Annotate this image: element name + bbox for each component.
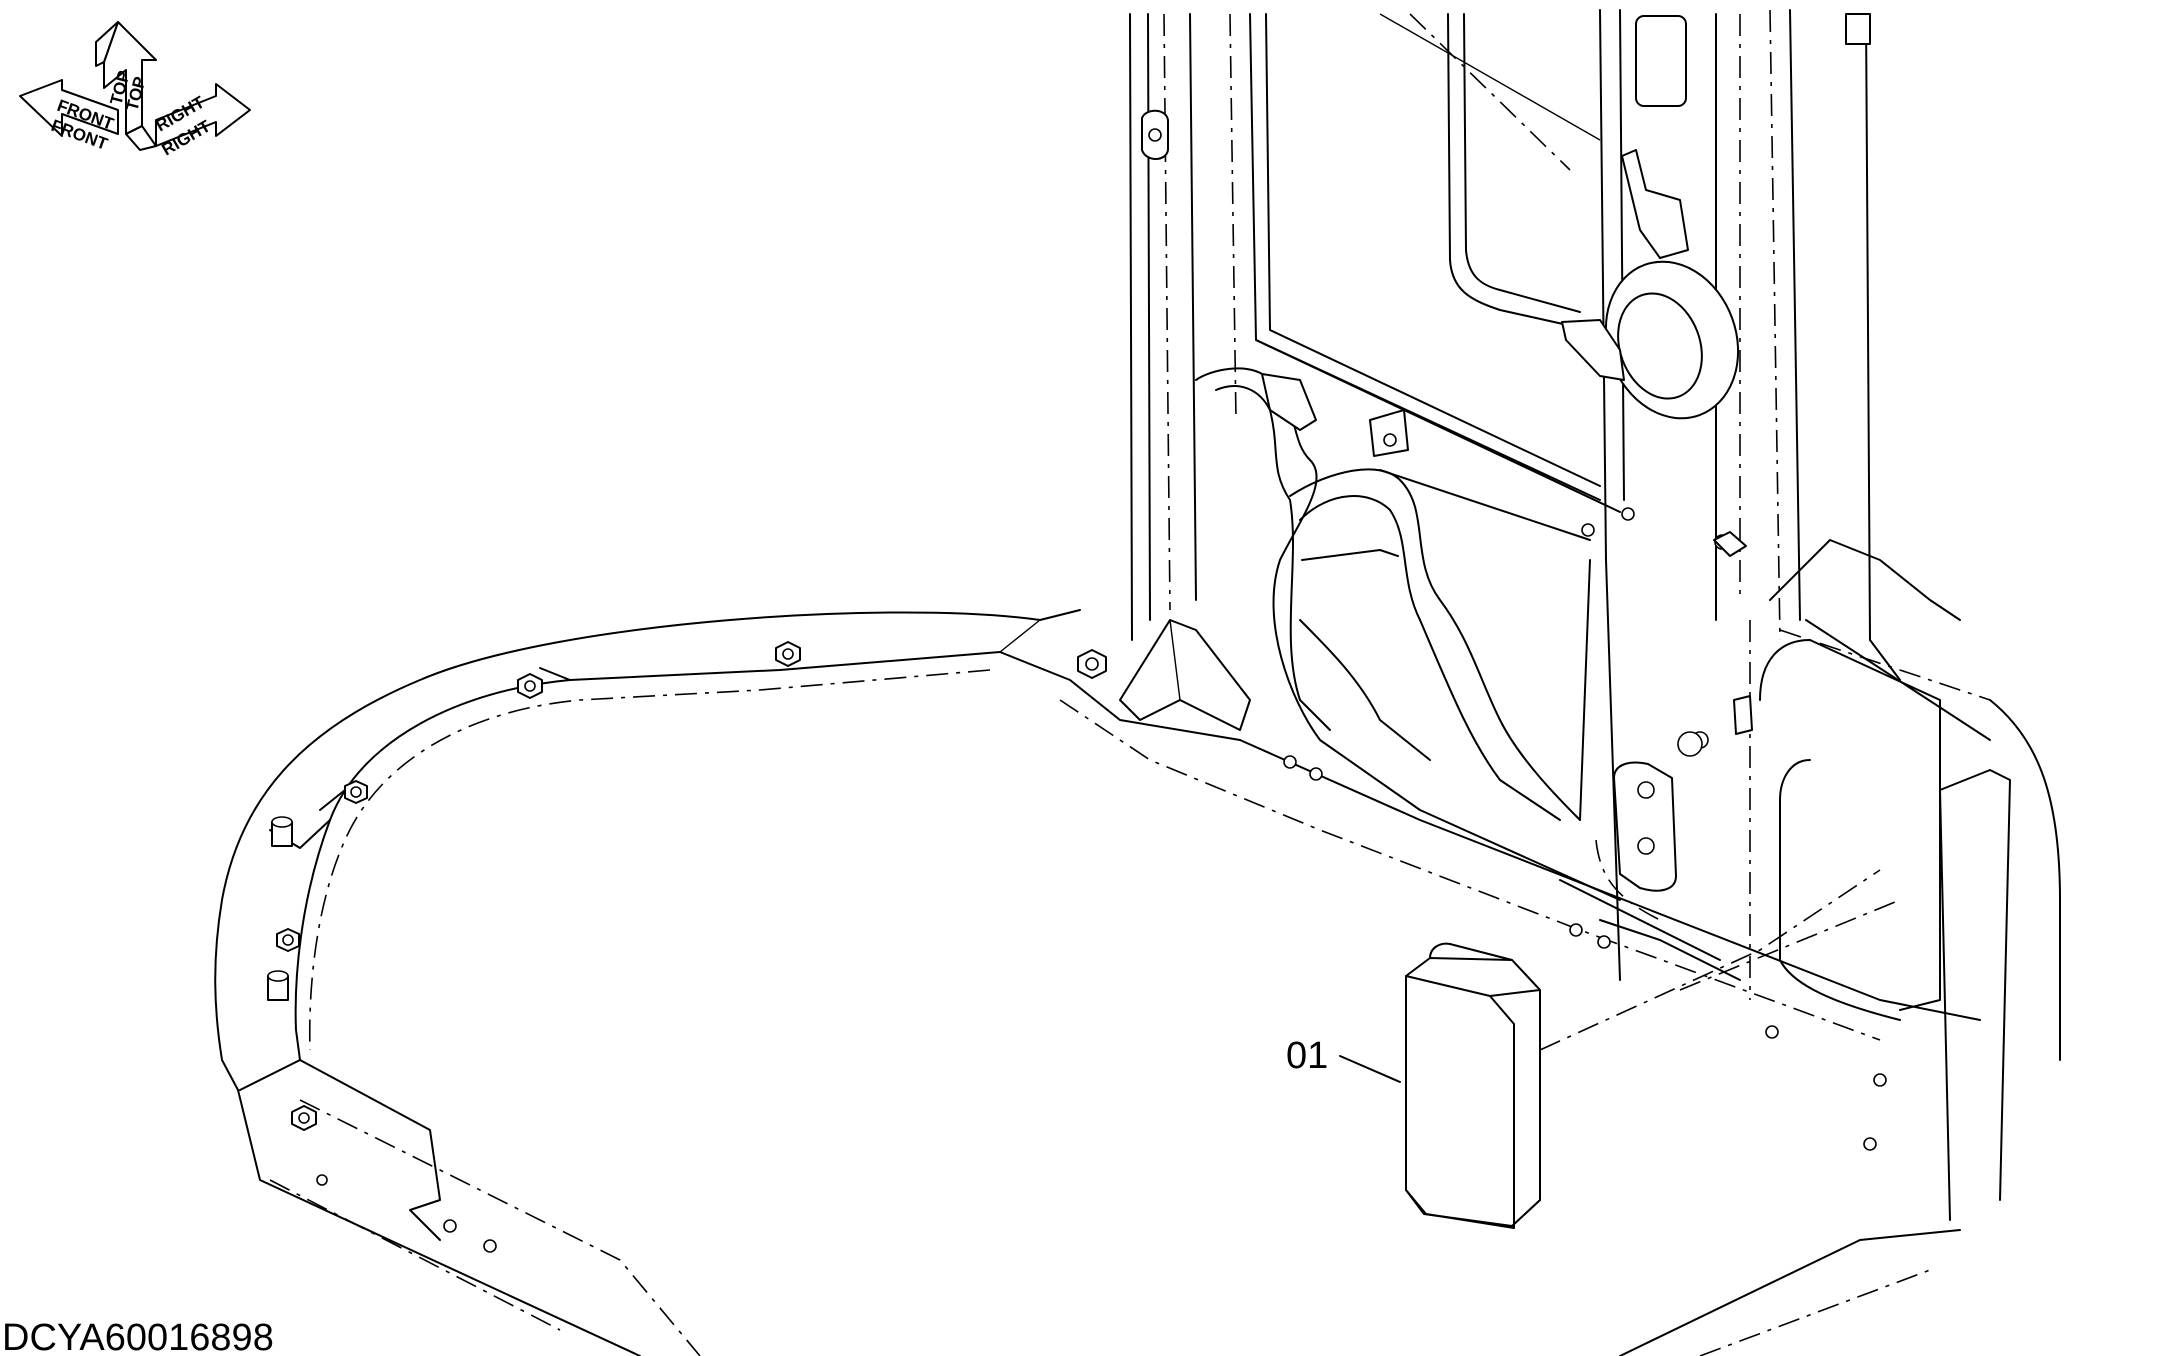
inner-panel [1195,367,1741,981]
callout-label-01: 01 [1286,1035,1328,1077]
assembly-leader-line [1539,869,1881,1051]
frame-bolts [267,641,1887,1253]
callout-leader-01 [1339,1055,1401,1083]
floor-frame [214,609,1981,1356]
drawing-id: DCYA60016898 [2,1317,274,1356]
orientation-symbol: FRONT FRONT TOP TOP RIGHT RIGHT [19,21,251,159]
assembly-leader-line-2 [1679,899,1901,991]
cab-structure [1119,9,2061,1221]
part-01-pad [1405,942,1541,1229]
